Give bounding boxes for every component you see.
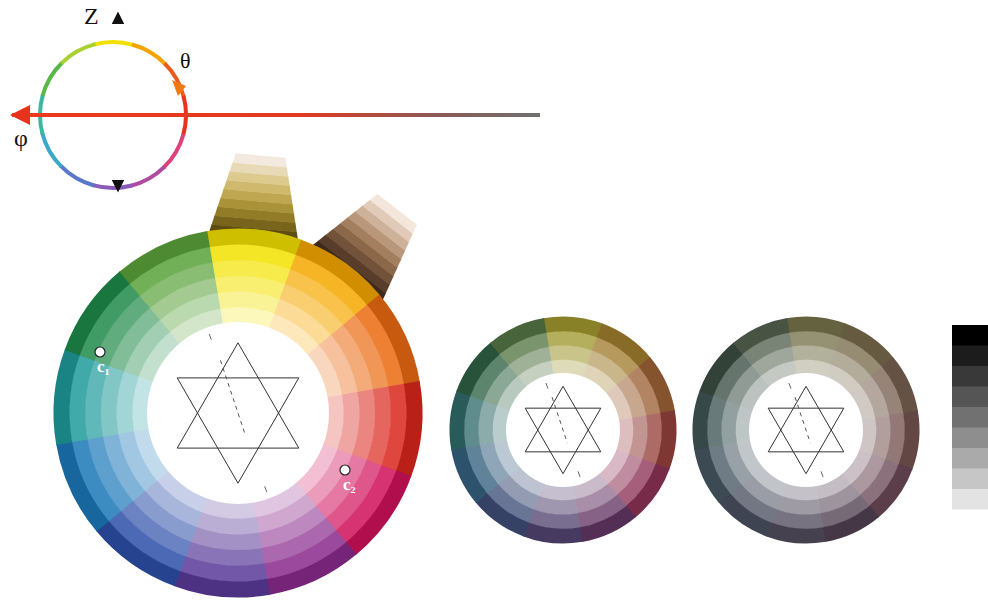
color-point	[95, 347, 105, 357]
grey-color-wheel	[692, 316, 919, 543]
angle-label: θ	[180, 50, 191, 72]
axis-label: Z	[84, 4, 99, 28]
theta-arrowhead	[172, 80, 186, 96]
main-color-wheel	[53, 228, 422, 597]
grey-scale	[952, 325, 988, 531]
phi-arrowhead	[14, 113, 30, 117]
point-label: c₂	[343, 476, 356, 493]
angle-label: φ	[14, 126, 28, 150]
point-label: c₁	[97, 358, 110, 375]
z-axis	[117, 14, 120, 190]
muted-color-wheel	[449, 316, 676, 543]
color-point	[340, 465, 350, 475]
phi-axis	[12, 113, 540, 117]
yellow-shade-band	[209, 153, 299, 241]
